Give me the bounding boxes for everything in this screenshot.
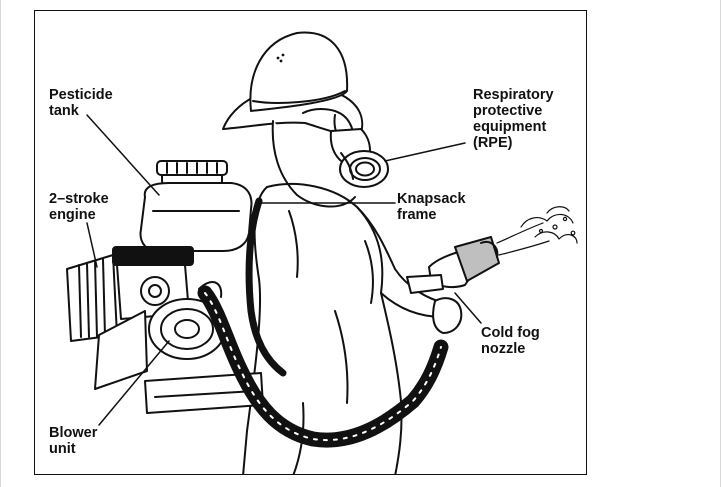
diagram-frame: Pesticide tank 2–stroke engine Blower un… [34, 10, 587, 475]
label-engine: 2–stroke engine [49, 191, 109, 223]
label-cold-fog-nozzle: Cold fog nozzle [481, 325, 540, 357]
leader-lines [86, 114, 482, 426]
spray-hose [197, 281, 449, 448]
sprayer-illustration [66, 31, 578, 474]
label-pesticide-tank: Pesticide tank [49, 87, 113, 119]
fog-spray-icon [496, 206, 578, 256]
label-rpe: Respiratory protective equipment (RPE) [473, 87, 554, 151]
blower-unit-icon [94, 298, 264, 414]
cold-fog-nozzle-icon [406, 236, 500, 294]
respirator-mask-icon [329, 128, 389, 188]
arm [356, 206, 463, 334]
label-blower-unit: Blower unit [49, 425, 98, 457]
label-knapsack-frame: Knapsack frame [397, 191, 466, 223]
bucket-hat [222, 31, 364, 136]
knapsack-frame-strap [245, 197, 287, 377]
pesticide-tank-icon [139, 160, 253, 252]
